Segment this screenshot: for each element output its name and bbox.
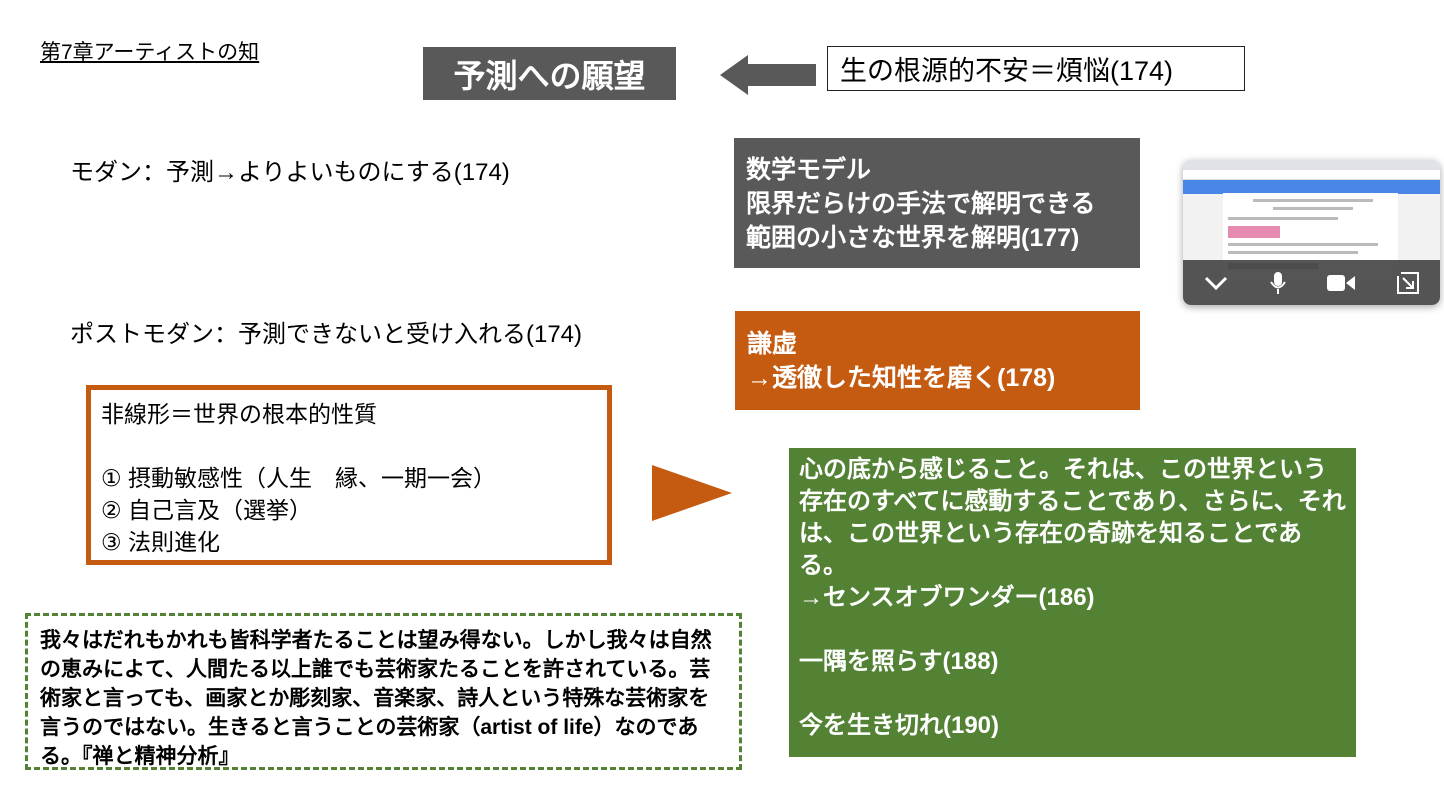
- humility-line: 謙虚: [747, 330, 798, 358]
- modern-text: モダン：予測→よりよいものにする(174): [70, 159, 510, 186]
- browser-tabs: [1183, 160, 1440, 170]
- exit-pip-icon[interactable]: [1397, 271, 1420, 294]
- call-controls: [1183, 260, 1440, 305]
- wonder-box: 心の底から感じること。それは、この世界という存在のすべてに感動することであり、さ…: [789, 448, 1356, 757]
- slide-title: 予測への願望: [423, 47, 676, 100]
- nonlinear-item: ① 摂動敏感性（人生 縁、一期一会）: [101, 465, 497, 491]
- humility-box: 謙虚 →透徹した知性を磨く(178): [735, 311, 1140, 410]
- left-arrow-icon: [720, 55, 816, 95]
- math-model-box: 数学モデル 限界だらけの手法で解明できる 範囲の小さな世界を解明(177): [734, 138, 1140, 268]
- quote-box: 我々はだれもかれも皆科学者たることは望み得ない。しかし我々は自然の恵みによて、人…: [25, 613, 742, 770]
- microphone-icon[interactable]: [1269, 271, 1286, 295]
- humility-line: →透徹した知性を磨く(178): [747, 364, 1056, 392]
- chapter-heading: 第7章アーティストの知: [40, 41, 260, 64]
- chevron-down-icon[interactable]: [1204, 275, 1228, 291]
- math-line: 範囲の小さな世界を解明(177): [746, 224, 1080, 252]
- browser-url-bar: [1183, 170, 1440, 180]
- video-call-overlay[interactable]: [1183, 160, 1440, 305]
- nonlinear-heading: 非線形＝世界の根本的性質: [101, 401, 377, 427]
- math-line: 数学モデル: [746, 156, 872, 184]
- nonlinear-box: 非線形＝世界の根本的性質 ① 摂動敏感性（人生 縁、一期一会） ② 自己言及（選…: [86, 385, 612, 565]
- app-bar: [1183, 180, 1440, 194]
- anxiety-box: 生の根源的不安＝煩悩(174): [827, 46, 1245, 91]
- math-line: 限界だらけの手法で解明できる: [746, 190, 1096, 218]
- nonlinear-item: ③ 法則進化: [101, 529, 221, 555]
- postmodern-text: ポストモダン：予測できないと受け入れる(174): [70, 321, 583, 348]
- camera-icon[interactable]: [1327, 274, 1356, 292]
- right-triangle-icon: [652, 465, 732, 521]
- nonlinear-item: ② 自己言及（選挙）: [101, 497, 313, 523]
